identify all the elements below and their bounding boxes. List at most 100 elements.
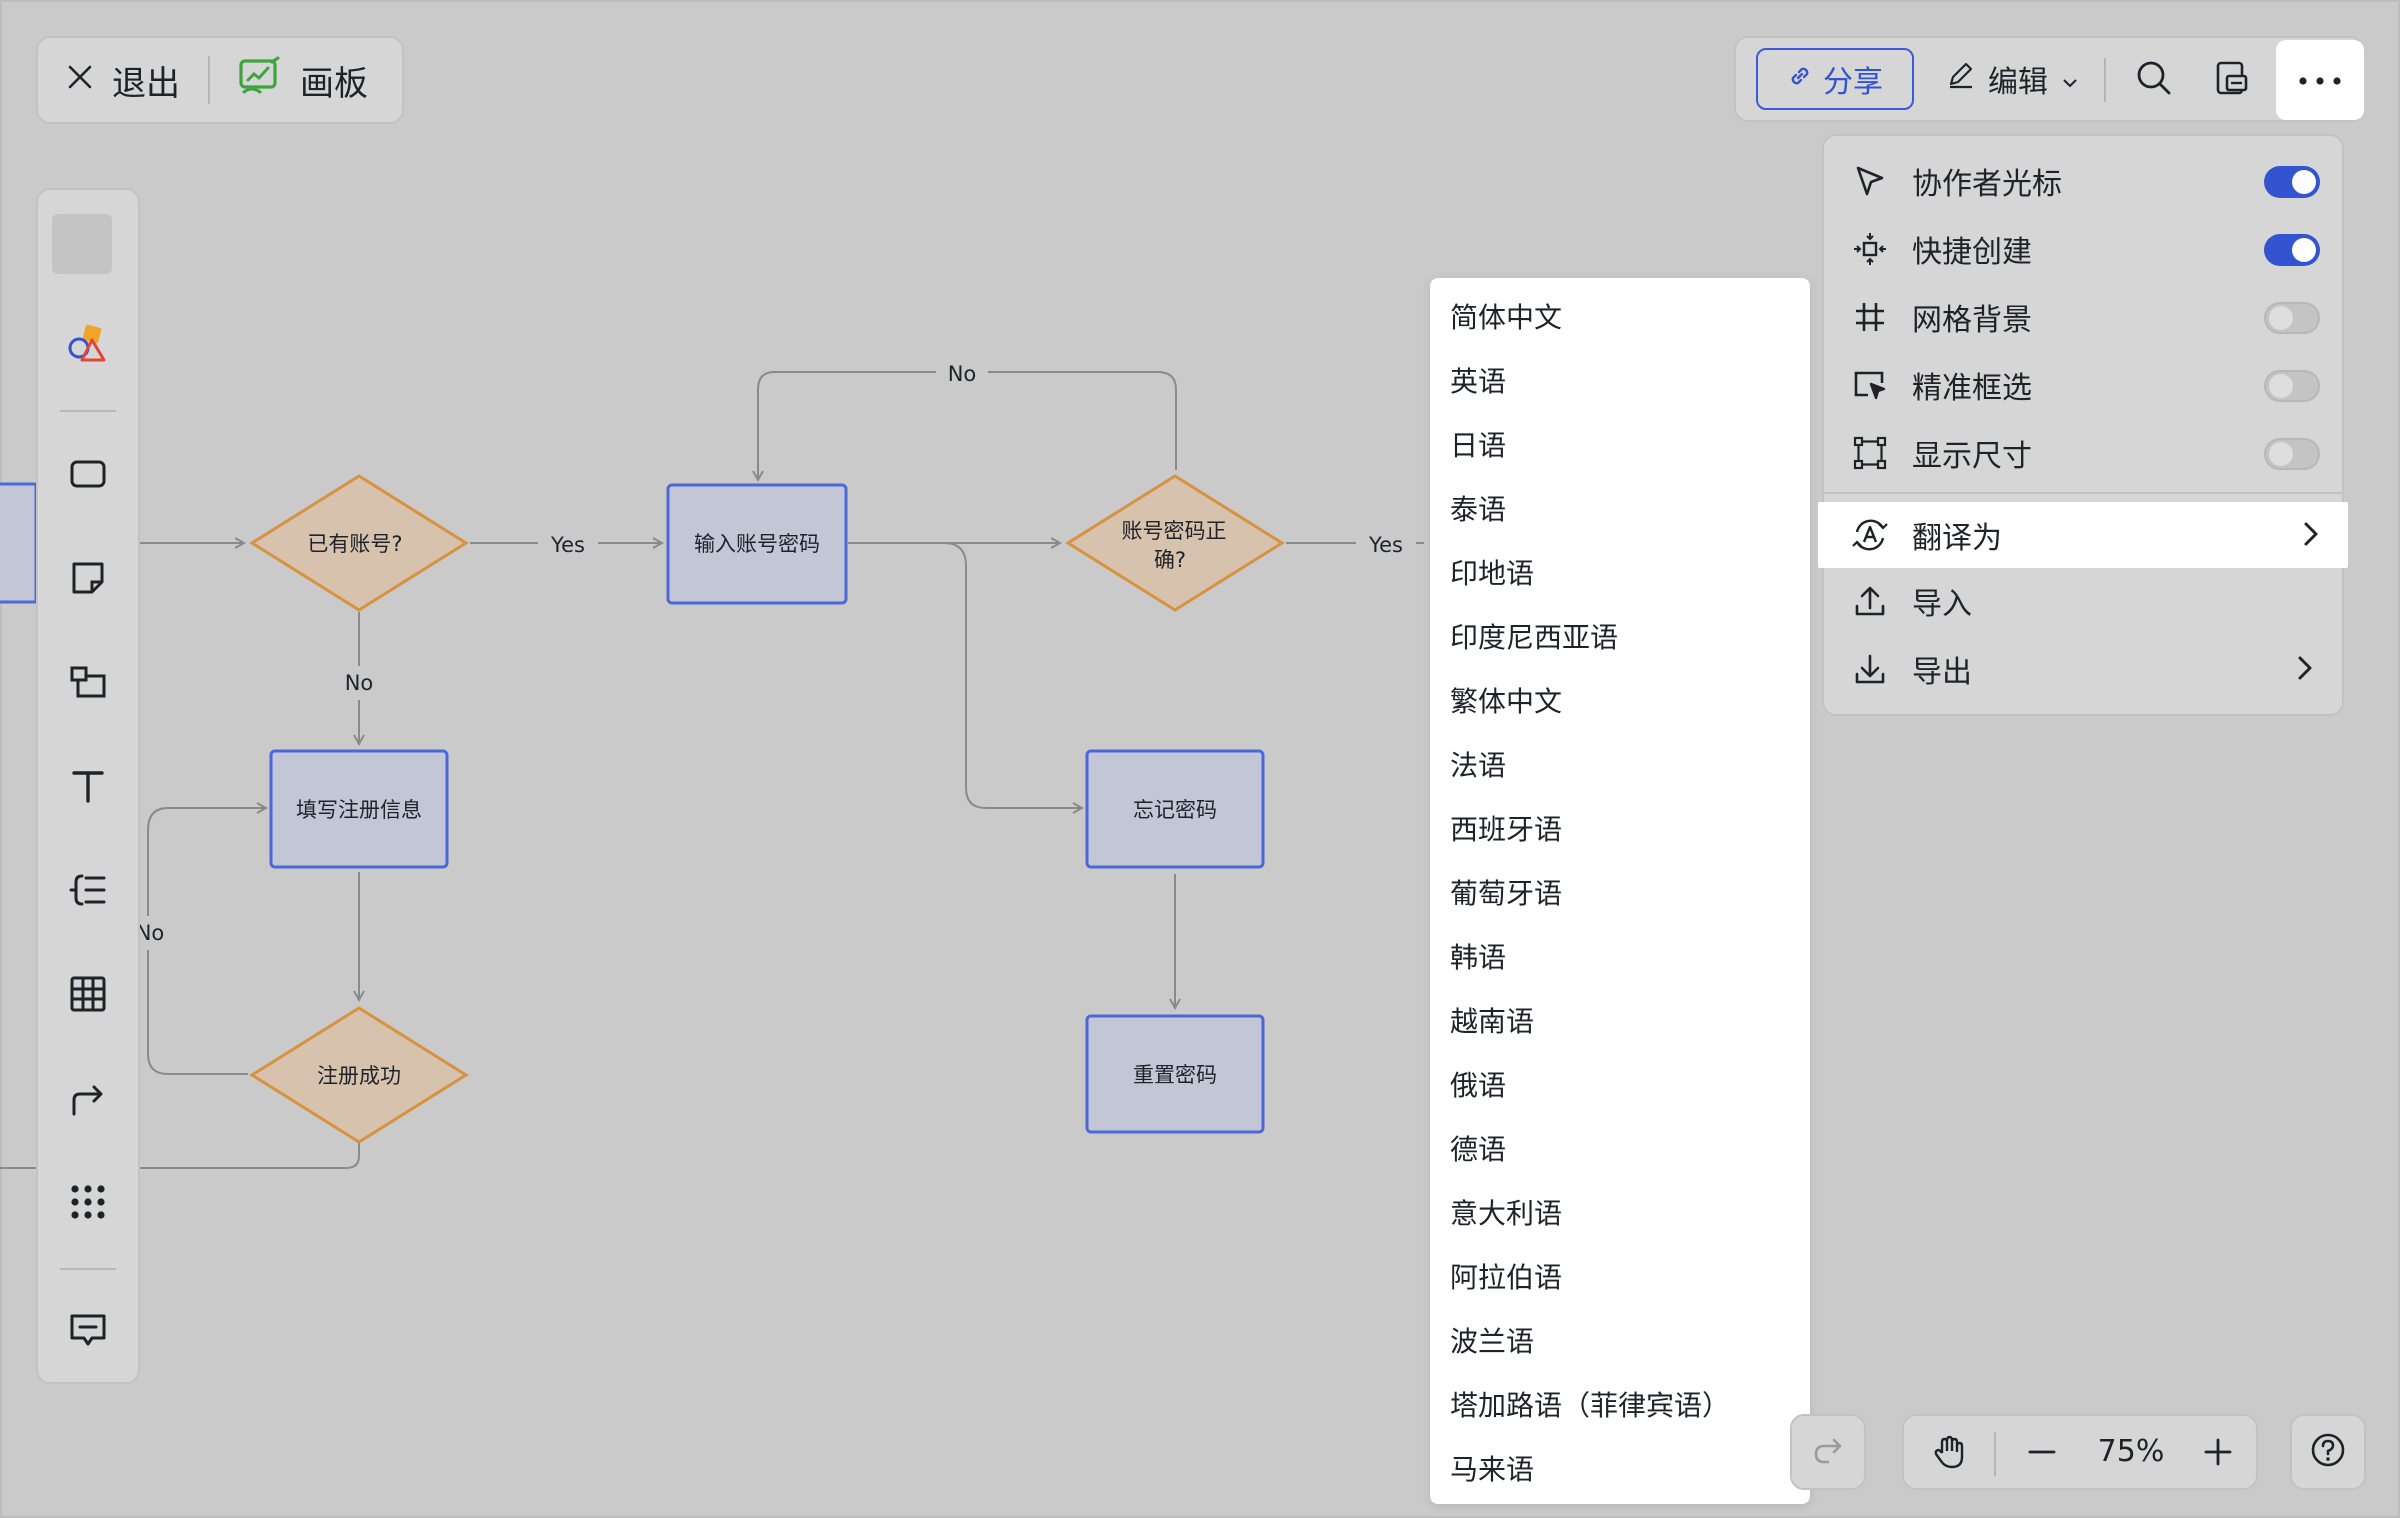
lang-option[interactable]: 简体中文 (1450, 301, 1563, 334)
node-label: 忘记密码 (1133, 798, 1217, 822)
divider (1824, 492, 2342, 494)
board-title-button[interactable]: 画板 (210, 38, 396, 122)
precise-select-toggle[interactable] (2264, 370, 2320, 402)
edit-mode-dropdown[interactable]: 编辑 (1946, 48, 2078, 110)
board-label: 画板 (300, 63, 368, 104)
comments-panel-button[interactable] (2204, 52, 2260, 108)
plus-icon (2202, 1436, 2234, 1472)
lang-option[interactable]: 印地语 (1450, 557, 1535, 590)
help-icon (2309, 1431, 2347, 1473)
pan-tool-button[interactable] (1924, 1428, 1976, 1480)
zoom-out-button[interactable] (2016, 1428, 2068, 1480)
connector-success-out[interactable] (0, 1142, 360, 1169)
node-label-line2: 确? (1154, 548, 1186, 572)
mindmap-icon (68, 870, 108, 914)
comment-tool[interactable] (60, 1304, 116, 1360)
upload-icon (1850, 581, 1890, 621)
top-left-bar: 退出 画板 (36, 36, 404, 124)
more-button[interactable] (2276, 40, 2364, 120)
collaborator-cursor-toggle[interactable] (2264, 166, 2320, 198)
cursor-icon (1850, 161, 1890, 201)
sticky-note-tool[interactable] (60, 552, 116, 608)
setting-label: 导入 (1912, 587, 1972, 622)
lang-option[interactable]: 越南语 (1450, 1005, 1535, 1038)
rectangle-tool[interactable] (60, 448, 116, 504)
whiteboard-icon (238, 55, 282, 105)
node-forgot-password[interactable]: 忘记密码 (1085, 749, 1265, 869)
lang-option[interactable]: 俄语 (1450, 1069, 1507, 1102)
share-label: 分享 (1823, 65, 1883, 100)
table-tool[interactable] (60, 968, 116, 1024)
node-fill-registration[interactable]: 填写注册信息 (269, 749, 449, 869)
lang-option[interactable]: 意大利语 (1450, 1197, 1563, 1230)
text-tool[interactable] (60, 760, 116, 816)
show-dimensions-toggle[interactable] (2264, 438, 2320, 470)
node-label: 已有账号? (307, 532, 402, 556)
node-registration-success[interactable]: 注册成功 (249, 1006, 469, 1144)
node-enter-credentials[interactable]: 输入账号密码 (666, 483, 848, 605)
node-credentials-ok[interactable]: 账号密码正 确? (1065, 474, 1285, 612)
text-icon (68, 766, 108, 810)
frame-tool[interactable] (60, 656, 116, 712)
node-label-line1: 账号密码正 (1122, 519, 1227, 543)
connector-to-forgot-password[interactable] (943, 542, 1082, 808)
sticky-note-icon (68, 558, 108, 602)
lang-option[interactable]: 葡萄牙语 (1450, 877, 1563, 910)
setting-translate-to[interactable]: 翻译为 (1818, 502, 2348, 568)
shapes-tool[interactable] (60, 318, 116, 374)
lang-option[interactable]: 印度尼西亚语 (1450, 621, 1619, 654)
edge-label-yes-1: Yes (550, 533, 585, 557)
lang-option[interactable]: 法语 (1450, 749, 1507, 782)
grid-background-toggle[interactable] (2264, 302, 2320, 334)
more-tools[interactable] (60, 1176, 116, 1232)
quick-create-icon (1850, 229, 1890, 269)
setting-label: 快捷创建 (1912, 235, 2032, 270)
lang-option[interactable]: 马来语 (1450, 1453, 1535, 1486)
setting-export[interactable]: 导出 (1824, 636, 2342, 702)
color-swatch[interactable] (52, 214, 112, 274)
offscreen-box[interactable] (0, 482, 38, 604)
apps-grid-icon (68, 1182, 108, 1226)
help-button[interactable] (2290, 1414, 2366, 1490)
node-label: 输入账号密码 (694, 532, 820, 556)
redo-button[interactable] (1790, 1414, 1866, 1490)
lang-option[interactable]: 德语 (1450, 1133, 1507, 1166)
connector-tool[interactable] (60, 1072, 116, 1128)
lang-option[interactable]: 韩语 (1450, 941, 1507, 974)
setting-precise-select[interactable]: 精准框选 (1824, 352, 2342, 418)
zoom-in-button[interactable] (2192, 1428, 2244, 1480)
node-has-account[interactable]: 已有账号? (249, 474, 469, 612)
node-label: 重置密码 (1133, 1063, 1217, 1087)
search-button[interactable] (2126, 52, 2182, 108)
lang-option[interactable]: 塔加路语（菲律宾语） (1450, 1389, 1731, 1422)
hand-icon (1931, 1433, 1969, 1475)
chevron-right-icon (2296, 654, 2314, 686)
divider (60, 1268, 116, 1270)
lang-option[interactable]: 波兰语 (1450, 1325, 1535, 1358)
table-icon (68, 974, 108, 1018)
more-settings-menu: 协作者光标 快捷创建 网格背景 精准框选 显示尺寸 翻译为 (1818, 134, 2348, 716)
link-icon (1787, 62, 1813, 97)
setting-show-dimensions[interactable]: 显示尺寸 (1824, 420, 2342, 486)
setting-quick-create[interactable]: 快捷创建 (1824, 216, 2342, 282)
exit-button[interactable]: 退出 (38, 38, 208, 122)
lang-option[interactable]: 日语 (1450, 429, 1507, 462)
edge-label-no-top: No (948, 362, 977, 386)
zoom-level[interactable]: 75% (2097, 1434, 2165, 1469)
node-reset-password[interactable]: 重置密码 (1085, 1014, 1265, 1134)
left-toolbar (36, 188, 140, 1384)
comments-panel-icon (2213, 59, 2251, 101)
quick-create-toggle[interactable] (2264, 234, 2320, 266)
share-button[interactable]: 分享 (1756, 48, 1914, 110)
shapes-icon (66, 322, 110, 370)
mindmap-tool[interactable] (60, 864, 116, 920)
lang-option[interactable]: 泰语 (1450, 493, 1507, 526)
lang-option[interactable]: 阿拉伯语 (1450, 1261, 1563, 1294)
lang-option[interactable]: 繁体中文 (1450, 685, 1563, 718)
lang-option[interactable]: 西班牙语 (1450, 813, 1563, 846)
setting-collaborator-cursor[interactable]: 协作者光标 (1824, 148, 2342, 214)
lang-option[interactable]: 英语 (1450, 365, 1507, 398)
setting-grid-background[interactable]: 网格背景 (1824, 284, 2342, 350)
setting-import[interactable]: 导入 (1824, 568, 2342, 634)
